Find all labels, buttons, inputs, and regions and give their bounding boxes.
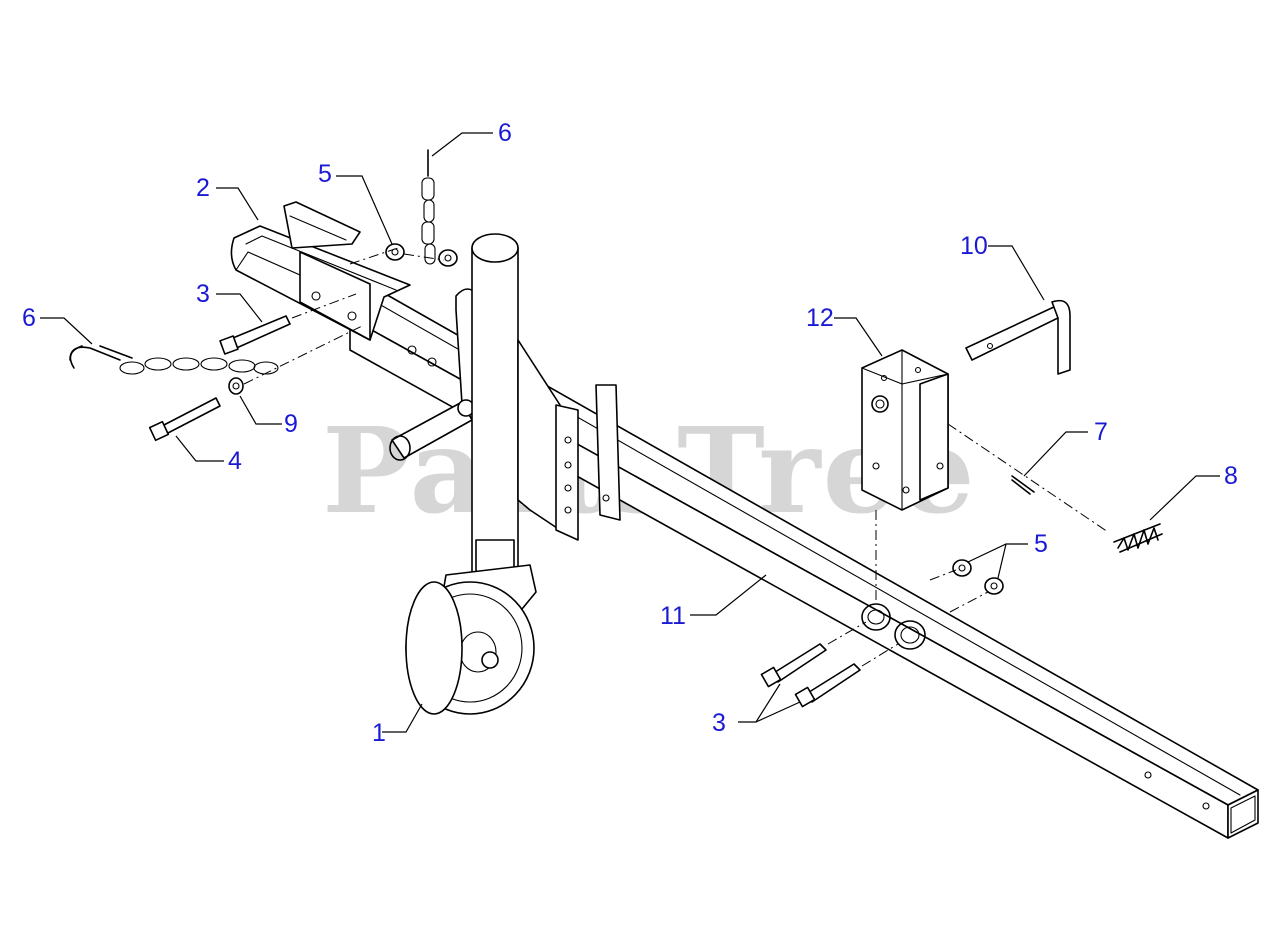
callout-10: 10 [960,232,988,260]
callout-6-left: 6 [22,304,36,332]
callout-12: 12 [806,304,834,332]
jack-stand [389,233,621,715]
callout-5-lower: 5 [1034,530,1048,558]
callout-2: 2 [196,174,210,202]
callout-leaders [40,132,1220,733]
mount-bracket [861,349,949,511]
fasteners [148,243,1004,708]
callout-3-upper: 3 [196,280,210,308]
callout-7: 7 [1094,418,1108,446]
hitch-coupler [230,201,411,341]
hitch-pin [965,299,1071,375]
callout-3-lower: 3 [712,709,726,737]
callout-8: 8 [1224,462,1238,490]
tongue-tube [299,257,1259,839]
callout-4: 4 [228,447,242,475]
callout-1: 1 [372,719,386,747]
safety-chain [69,149,436,375]
assembly-lines [243,247,1109,667]
callout-9: 9 [284,410,298,438]
callout-6-upper: 6 [498,119,512,147]
callout-11: 11 [660,602,686,630]
callout-numbers: 1 2 3 3 4 5 5 6 6 7 8 9 10 11 12 [22,119,1238,747]
spring [1113,523,1163,553]
cotter-pin [1011,475,1035,495]
callout-5-upper: 5 [318,160,332,188]
